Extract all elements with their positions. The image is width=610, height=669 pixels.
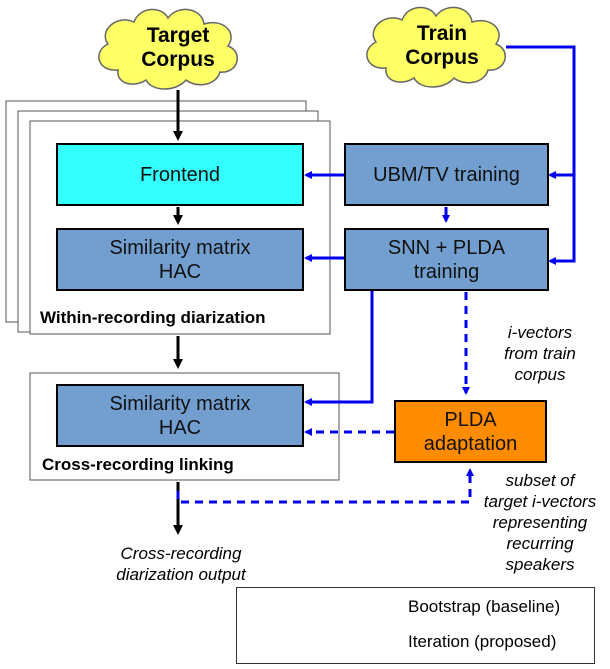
within-recording-label: Within-recording diarization <box>40 308 266 327</box>
output-line1: Cross-recording <box>120 544 242 563</box>
ubm-tv-box: UBM/TV training <box>344 143 549 206</box>
output-annotation: Cross-recording diarization output <box>96 543 266 585</box>
output-line2: diarization output <box>116 565 246 584</box>
similarity-within-line1: Similarity matrix <box>109 236 251 259</box>
similarity-cross-line1: Similarity matrix <box>109 392 251 415</box>
cross-recording-label: Cross-recording linking <box>42 455 234 474</box>
ivectors-train-line1: i-vectors <box>507 323 573 342</box>
snn-plda-box: SNN + PLDA training <box>344 228 549 291</box>
ivectors-train-line2: from train <box>504 344 576 363</box>
subset-target-annotation: subset of target i-vectors representing … <box>470 470 610 575</box>
train-corpus-line1: Train <box>416 22 468 45</box>
legend-iteration-label: Iteration (proposed) <box>408 632 557 651</box>
train-corpus-cloud <box>366 6 506 88</box>
target-corpus-label: Target Corpus <box>118 24 238 72</box>
arrow-train-to-snn <box>548 175 576 265</box>
arrow-train-to-ubm <box>506 45 576 179</box>
target-corpus-line1: Target <box>146 24 210 47</box>
similarity-cross-box: Similarity matrix HAC <box>56 384 304 447</box>
subset-target-line5: speakers <box>505 555 575 574</box>
legend-bootstrap-label: Bootstrap (baseline) <box>408 597 561 616</box>
frontend-label: Frontend <box>139 163 221 186</box>
target-corpus-cloud <box>98 8 238 90</box>
snn-plda-line1: SNN + PLDA <box>387 236 506 259</box>
arrow-snn-to-similarity-cross <box>304 290 374 406</box>
subset-target-line2: target i-vectors <box>483 492 597 511</box>
target-corpus-line2: Corpus <box>141 48 215 71</box>
ivectors-train-line3: corpus <box>514 365 566 384</box>
frontend-box: Frontend <box>56 143 304 206</box>
subset-target-line3: representing <box>492 513 588 532</box>
similarity-cross-line2: HAC <box>158 416 202 439</box>
arrow-output-to-plda-dashed <box>176 468 474 504</box>
plda-adaptation-box: PLDA adaptation <box>394 400 547 463</box>
train-corpus-label: Train Corpus <box>382 22 502 70</box>
train-corpus-line2: Corpus <box>405 46 479 69</box>
snn-plda-line2: training <box>413 260 480 283</box>
plda-adaptation-line1: PLDA <box>444 408 497 431</box>
similarity-within-line2: HAC <box>158 260 202 283</box>
legend <box>236 587 595 664</box>
ivectors-train-annotation: i-vectors from train corpus <box>478 322 602 385</box>
plda-adaptation-line2: adaptation <box>423 432 518 455</box>
subset-target-line1: subset of <box>505 471 575 490</box>
subset-target-line4: recurring <box>506 534 574 553</box>
ubm-tv-label: UBM/TV training <box>373 163 520 186</box>
similarity-within-box: Similarity matrix HAC <box>56 228 304 291</box>
